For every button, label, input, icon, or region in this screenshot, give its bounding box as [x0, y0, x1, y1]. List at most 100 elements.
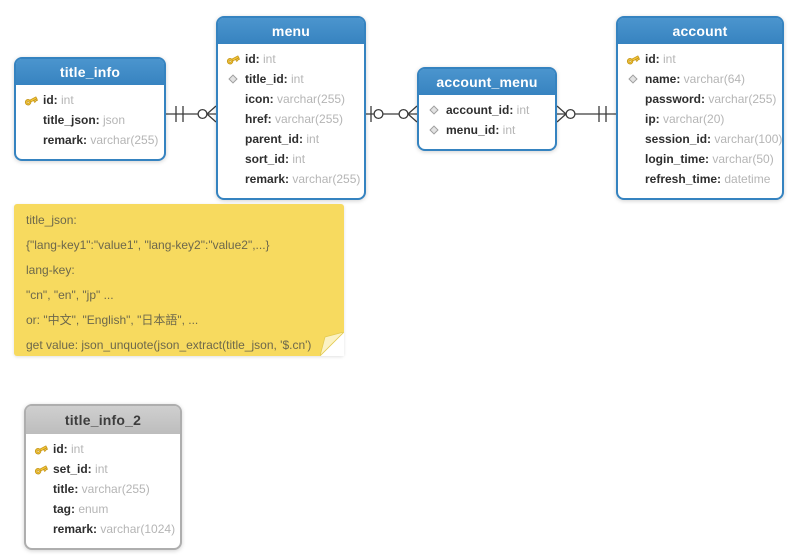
field-type: enum	[75, 502, 109, 516]
note-line-5: or: "中文", "English", "日本語", ...	[26, 313, 199, 327]
field-name: id:	[645, 52, 660, 66]
field-icon-spacer	[224, 91, 241, 107]
table-title: account	[672, 23, 728, 39]
field-icon-spacer	[32, 501, 49, 517]
field-name: parent_id:	[245, 132, 304, 146]
folded-corner-icon	[320, 332, 344, 356]
table-body: id: int name: varchar(64)password: varch…	[618, 44, 782, 198]
foreign-key-icon	[224, 71, 241, 87]
field-type: varchar(1024)	[97, 522, 176, 536]
field-type: int	[57, 93, 74, 107]
field-name: icon:	[245, 92, 274, 106]
field-row-id[interactable]: id: int	[26, 439, 180, 459]
field-icon-spacer	[224, 111, 241, 127]
table-header-title-info-2[interactable]: title_info_2	[26, 406, 180, 434]
field-name: title:	[53, 482, 79, 496]
table-header-menu[interactable]: menu	[218, 18, 364, 44]
table-header-title-info[interactable]: title_info	[16, 59, 164, 85]
field-icon-spacer	[32, 481, 49, 497]
field-icon-spacer	[224, 131, 241, 147]
field-type: int	[67, 442, 84, 456]
field-row-menu-id[interactable]: menu_id: int	[419, 120, 555, 140]
field-row-id[interactable]: id: int	[16, 90, 164, 110]
field-row-remark[interactable]: remark: varchar(255)	[16, 130, 164, 150]
field-row-remark[interactable]: remark: varchar(255)	[218, 169, 364, 189]
field-name: title_id:	[245, 72, 288, 86]
field-icon-spacer	[624, 91, 641, 107]
field-row-id[interactable]: id: int	[618, 49, 782, 69]
field-row-sort-id[interactable]: sort_id: int	[218, 149, 364, 169]
field-row-remark[interactable]: remark: varchar(1024)	[26, 519, 180, 539]
primary-key-icon	[224, 51, 241, 67]
field-name: tag:	[53, 502, 75, 516]
field-row-icon[interactable]: icon: varchar(255)	[218, 89, 364, 109]
relationship-title-info-menu[interactable]	[166, 105, 217, 123]
table-account[interactable]: account id: int name: varchar(64)passwor…	[616, 16, 784, 200]
field-type: varchar(255)	[271, 112, 344, 126]
field-icon-spacer	[624, 111, 641, 127]
field-name: href:	[245, 112, 272, 126]
foreign-key-icon	[425, 122, 442, 138]
table-header-account-menu[interactable]: account_menu	[419, 69, 555, 95]
field-type: json	[99, 113, 126, 127]
table-body: account_id: int menu_id: int	[419, 95, 555, 149]
field-row-account-id[interactable]: account_id: int	[419, 100, 555, 120]
field-row-id[interactable]: id: int	[218, 49, 364, 69]
field-name: id:	[43, 93, 58, 107]
field-row-title-json[interactable]: title_json: json	[16, 110, 164, 130]
primary-key-icon	[22, 92, 39, 108]
field-row-parent-id[interactable]: parent_id: int	[218, 129, 364, 149]
field-name: id:	[53, 442, 68, 456]
field-type: int	[499, 123, 516, 137]
field-icon-spacer	[224, 171, 241, 187]
note-text-block: title_json:{"lang-key1":"value1", "lang-…	[26, 212, 332, 353]
field-type: datetime	[721, 172, 771, 186]
field-row-refresh-time[interactable]: refresh_time: datetime	[618, 169, 782, 189]
field-row-title-id[interactable]: title_id: int	[218, 69, 364, 89]
table-account-menu[interactable]: account_menu account_id: int menu_id: in…	[417, 67, 557, 151]
primary-key-icon	[624, 51, 641, 67]
foreign-key-icon	[624, 71, 641, 87]
field-row-tag[interactable]: tag: enum	[26, 499, 180, 519]
field-row-href[interactable]: href: varchar(255)	[218, 109, 364, 129]
field-row-login-time[interactable]: login_time: varchar(50)	[618, 149, 782, 169]
note-line-1: title_json:	[26, 213, 77, 227]
primary-key-icon	[32, 461, 49, 477]
field-type: varchar(255)	[289, 172, 361, 186]
field-type: varchar(20)	[659, 112, 725, 126]
field-type: varchar(255)	[78, 482, 150, 496]
note-line-6: get value: json_unquote(json_extract(tit…	[26, 338, 312, 352]
field-row-session-id[interactable]: session_id: varchar(100)	[618, 129, 782, 149]
field-type: varchar(50)	[709, 152, 774, 166]
field-name: password:	[645, 92, 706, 106]
relationship-menu-account-menu[interactable]	[366, 105, 418, 123]
field-row-set-id[interactable]: set_id: int	[26, 459, 180, 479]
field-row-name[interactable]: name: varchar(64)	[618, 69, 782, 89]
table-title: title_info_2	[64, 412, 142, 428]
field-name: menu_id:	[446, 123, 500, 137]
field-type: varchar(255)	[705, 92, 777, 106]
field-icon-spacer	[624, 131, 641, 147]
relationship-account-menu-account[interactable]	[556, 105, 616, 123]
field-row-ip[interactable]: ip: varchar(20)	[618, 109, 782, 129]
field-type: int	[259, 52, 276, 66]
field-name: session_id:	[645, 132, 712, 146]
field-type: int	[659, 52, 676, 66]
table-header-account[interactable]: account	[618, 18, 782, 44]
table-title: menu	[271, 23, 311, 39]
field-type: varchar(255)	[87, 133, 159, 147]
field-type: varchar(64)	[680, 72, 746, 86]
field-row-password[interactable]: password: varchar(255)	[618, 89, 782, 109]
sticky-note[interactable]: title_json:{"lang-key1":"value1", "lang-…	[14, 204, 344, 356]
field-type: int	[513, 103, 530, 117]
field-name: sort_id:	[245, 152, 290, 166]
note-line-3: lang-key:	[26, 263, 75, 277]
field-icon-spacer	[22, 132, 39, 148]
field-row-title[interactable]: title: varchar(255)	[26, 479, 180, 499]
